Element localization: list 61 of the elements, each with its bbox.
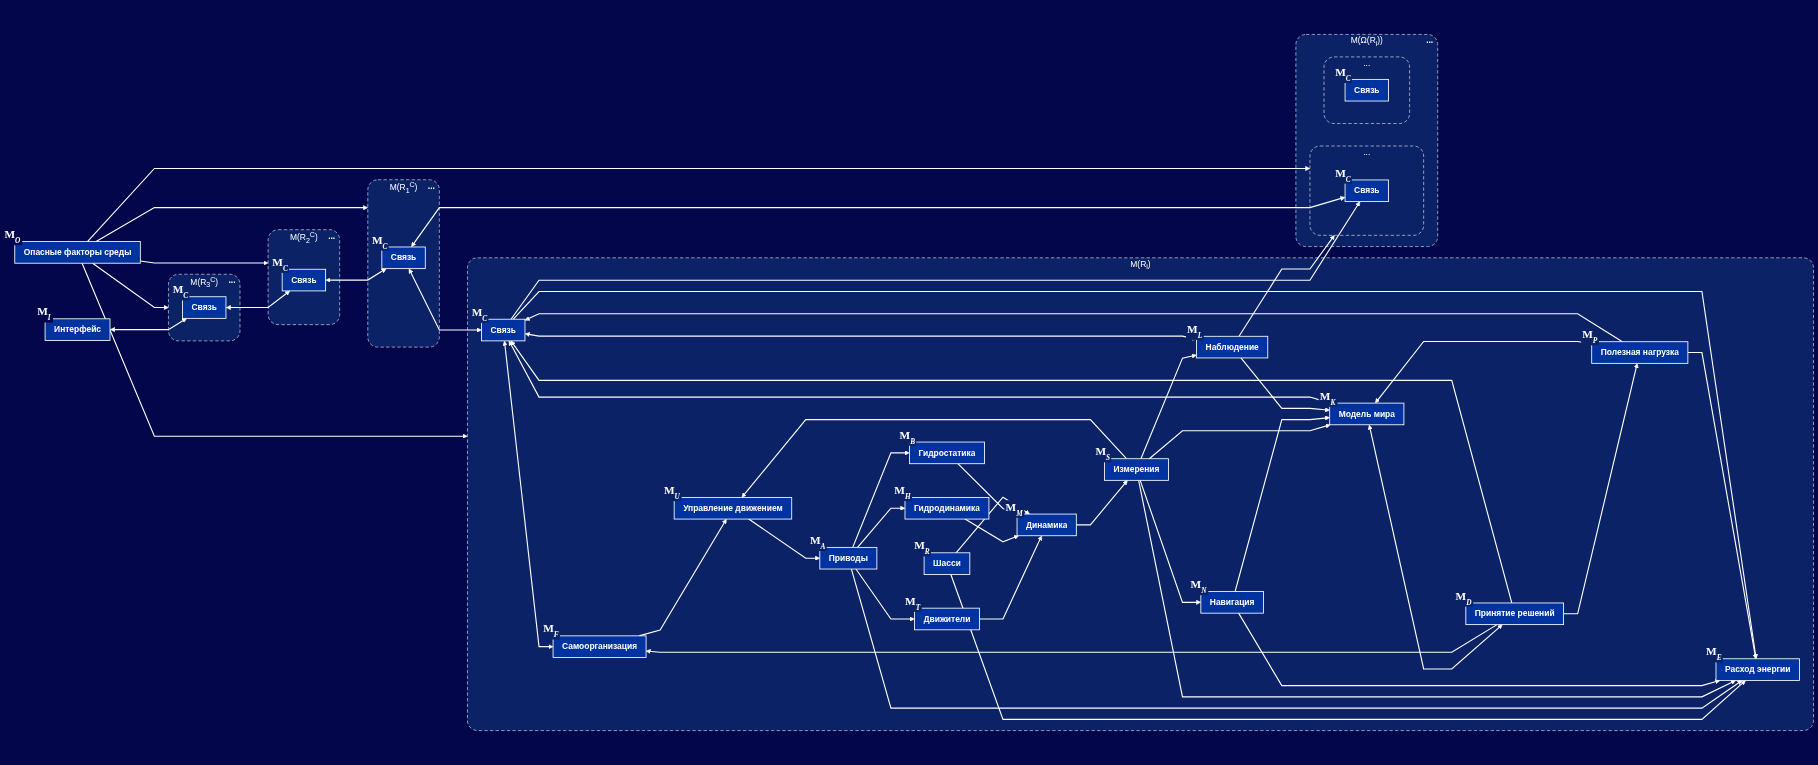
module-label: M$_{C}$ (1335, 166, 1351, 184)
module-label: M$_{F}$ (543, 622, 559, 639)
module-label: M$_{R}$ (914, 539, 930, 556)
arrow (955, 496, 1030, 554)
ellipsis-text: ... (1426, 35, 1434, 46)
module-label: M$_{I}$ (37, 305, 51, 322)
arrow (510, 201, 1361, 320)
arrow (855, 568, 915, 622)
arrow (1140, 353, 1197, 460)
arrow (411, 196, 1346, 248)
module-label: M$_{U}$ (663, 484, 680, 501)
arrow (852, 450, 910, 548)
module-label: M$_{B}$ (899, 428, 916, 446)
module-label: M$_{H}$ (894, 484, 911, 501)
arrow (510, 340, 1513, 604)
module-label: M$_{O}$ (4, 228, 21, 245)
arrow (857, 505, 906, 548)
module-label: M$_{C}$ (272, 255, 288, 273)
arrow (1238, 235, 1335, 337)
arrow (741, 419, 1127, 498)
arrow (95, 205, 368, 243)
arrow (978, 535, 1042, 620)
module-label: M$_{N}$ (1190, 578, 1207, 595)
module-label: M$_{M}$ (1005, 500, 1023, 518)
arrow (1563, 363, 1639, 615)
arrow (110, 318, 187, 333)
arrow (1367, 424, 1503, 670)
arrow (408, 268, 482, 333)
module-label: M$_{A}$ (809, 534, 826, 551)
module-label: M$_{C}$ (172, 283, 189, 300)
arrow (1148, 423, 1331, 460)
ellipsis-text: ... (228, 275, 236, 286)
arrow (86, 166, 1311, 243)
arrow (1139, 479, 1202, 605)
module-label: M$_{D}$ (1455, 589, 1472, 607)
arrow (645, 624, 1498, 654)
arrow (850, 568, 1743, 709)
arrow (748, 518, 821, 561)
arrow (139, 260, 269, 266)
module-label: M$_{S}$ (1095, 445, 1111, 462)
arrow (964, 518, 1019, 543)
module-label: M$_{C}$ (372, 233, 388, 251)
arrow (1138, 479, 1736, 698)
arrow (502, 340, 554, 650)
module-label: M$_{E}$ (1706, 645, 1722, 662)
arrow (950, 573, 1746, 720)
module-label: M$_{T}$ (905, 594, 921, 612)
module-label: M$_{P}$ (1582, 328, 1598, 345)
arrow (92, 262, 169, 311)
arrow (1075, 480, 1128, 526)
arrow (325, 268, 387, 283)
module-label: M$_{C}$ (471, 305, 488, 323)
module-label: M$_{C}$ (1335, 66, 1351, 83)
arrow (225, 290, 291, 311)
arrow (81, 262, 468, 439)
ellipsis-text: ... (328, 230, 336, 241)
arrow (1234, 415, 1330, 593)
ellipsis-text: ... (427, 180, 435, 191)
module-label: M$_{K}$ (1319, 389, 1336, 407)
arrow (1240, 357, 1330, 413)
module-label: M$_{L}$ (1187, 322, 1203, 340)
